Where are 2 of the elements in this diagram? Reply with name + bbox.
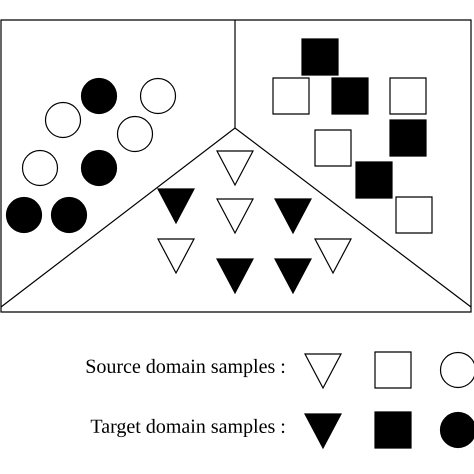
legend-label: Target domain samples : (90, 418, 284, 438)
legend-label: Source domain samples : (86, 358, 284, 378)
